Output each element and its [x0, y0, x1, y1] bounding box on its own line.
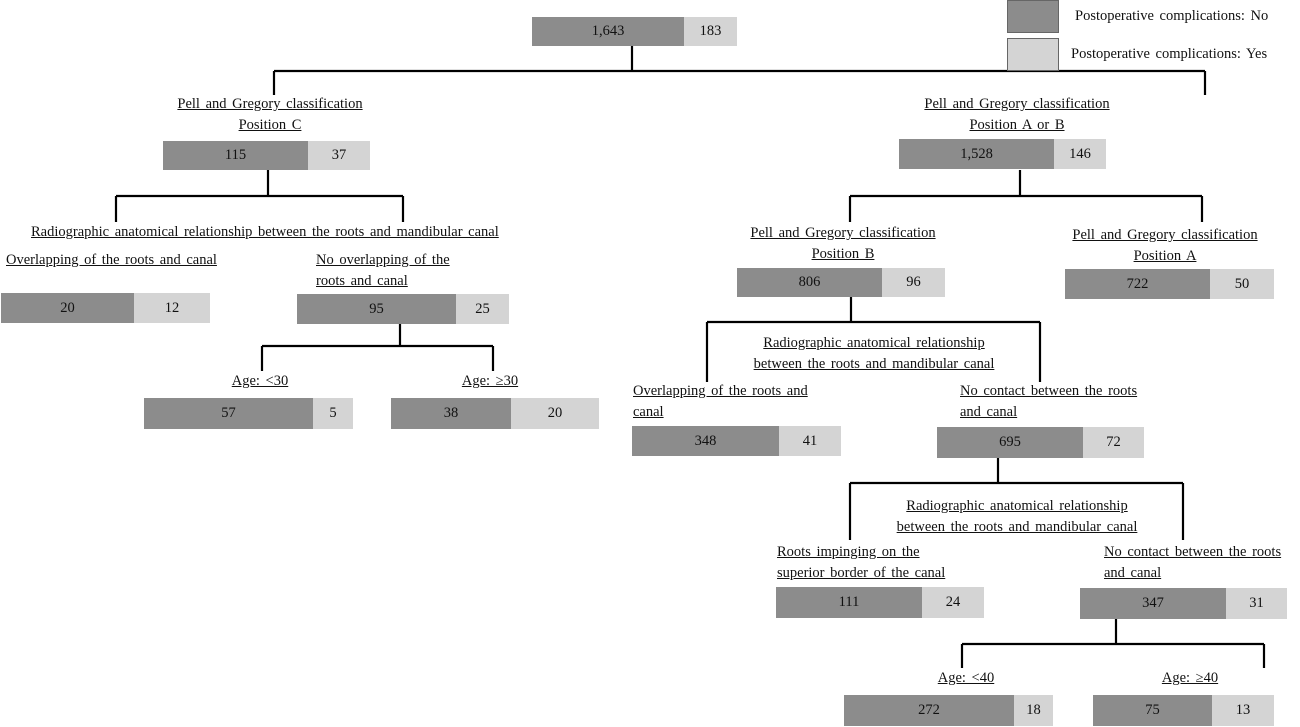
- b-overlapping-no-count: 348: [632, 426, 779, 456]
- n-no-contact-no-count: 347: [1080, 588, 1226, 619]
- root-no-count: 1,643: [532, 17, 684, 46]
- c-no-overlapping-yes-count: 25: [456, 294, 509, 324]
- c-age-30-plus-yes-count: 20: [511, 398, 599, 429]
- n-age-40-plus-yes-count: 13: [1212, 695, 1274, 726]
- position-ab-no-count: 1,528: [899, 139, 1054, 169]
- n-roots-impinging-yes-count: 24: [922, 587, 984, 618]
- position-c-yes-count: 37: [308, 141, 370, 170]
- position-c-no-count: 115: [163, 141, 308, 170]
- n-age-under-40-yes-count: 18: [1014, 695, 1053, 726]
- c-age-30-plus-label: Age: ≥30: [461, 373, 519, 389]
- c-age-under-30-no-count: 57: [144, 398, 313, 429]
- n-age-40-plus-label: Age: ≥40: [1161, 670, 1219, 686]
- root-yes-count: 183: [684, 17, 737, 46]
- position-b-no-count: 806: [737, 268, 882, 297]
- n-age-under-40-no-count: 272: [844, 695, 1014, 726]
- legend-label-yes: Postoperative complications: Yes: [1071, 46, 1268, 62]
- n-roots-impinging-no-count: 111: [776, 587, 922, 618]
- position-a-yes-count: 50: [1210, 269, 1274, 299]
- position-a-no-count: 722: [1065, 269, 1210, 299]
- n-age-under-40-label: Age: <40: [937, 670, 995, 686]
- c-overlapping-label: Overlapping of the roots and canal: [6, 252, 217, 268]
- c-age-under-30-yes-count: 5: [313, 398, 353, 429]
- legend-swatch-yes: [1007, 38, 1059, 71]
- n-age-40-plus-no-count: 75: [1093, 695, 1212, 726]
- position-b-yes-count: 96: [882, 268, 945, 297]
- c-age-under-30-label: Age: <30: [231, 373, 289, 389]
- c-age-30-plus-no-count: 38: [391, 398, 511, 429]
- b-no-contact-no-count: 695: [937, 427, 1083, 458]
- b-overlapping-yes-count: 41: [779, 426, 841, 456]
- c-no-overlapping-no-count: 95: [297, 294, 456, 324]
- c-overlapping-no-count: 20: [1, 293, 134, 323]
- legend-swatch-no: [1007, 0, 1059, 33]
- c-overlapping-yes-count: 12: [134, 293, 210, 323]
- legend-label-no: Postoperative complications: No: [1075, 8, 1269, 24]
- b-no-contact-yes-count: 72: [1083, 427, 1144, 458]
- n-no-contact-yes-count: 31: [1226, 588, 1287, 619]
- position-ab-yes-count: 146: [1054, 139, 1106, 169]
- c-relationship-label: Radiographic anatomical relationship bet…: [31, 224, 499, 240]
